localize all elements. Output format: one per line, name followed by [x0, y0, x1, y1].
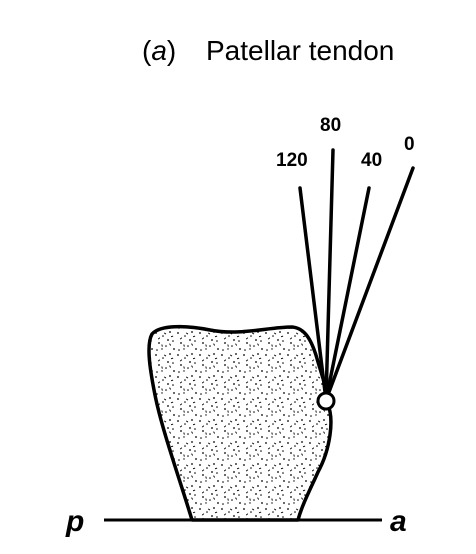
- svg-text:(a): (a): [142, 35, 176, 66]
- angle-label-80: 80: [320, 115, 341, 136]
- angle-label-120: 120: [276, 150, 308, 171]
- tibia-shape: [147, 324, 333, 522]
- tendon-line-120: [298, 186, 328, 402]
- tendon-line-0: [324, 166, 415, 402]
- figure-title: (a) Patellar tendon: [142, 35, 394, 66]
- title-letter: a: [151, 35, 167, 66]
- attachment-point: [316, 391, 336, 411]
- angle-label-0: 0: [404, 134, 415, 155]
- axis-label-p: p: [65, 505, 84, 538]
- axis-label-a: a: [390, 505, 407, 538]
- angle-label-40: 40: [361, 150, 382, 171]
- tendon-line-80: [324, 148, 335, 402]
- title-text: Patellar tendon: [206, 35, 394, 66]
- tendon-line-40: [324, 186, 371, 402]
